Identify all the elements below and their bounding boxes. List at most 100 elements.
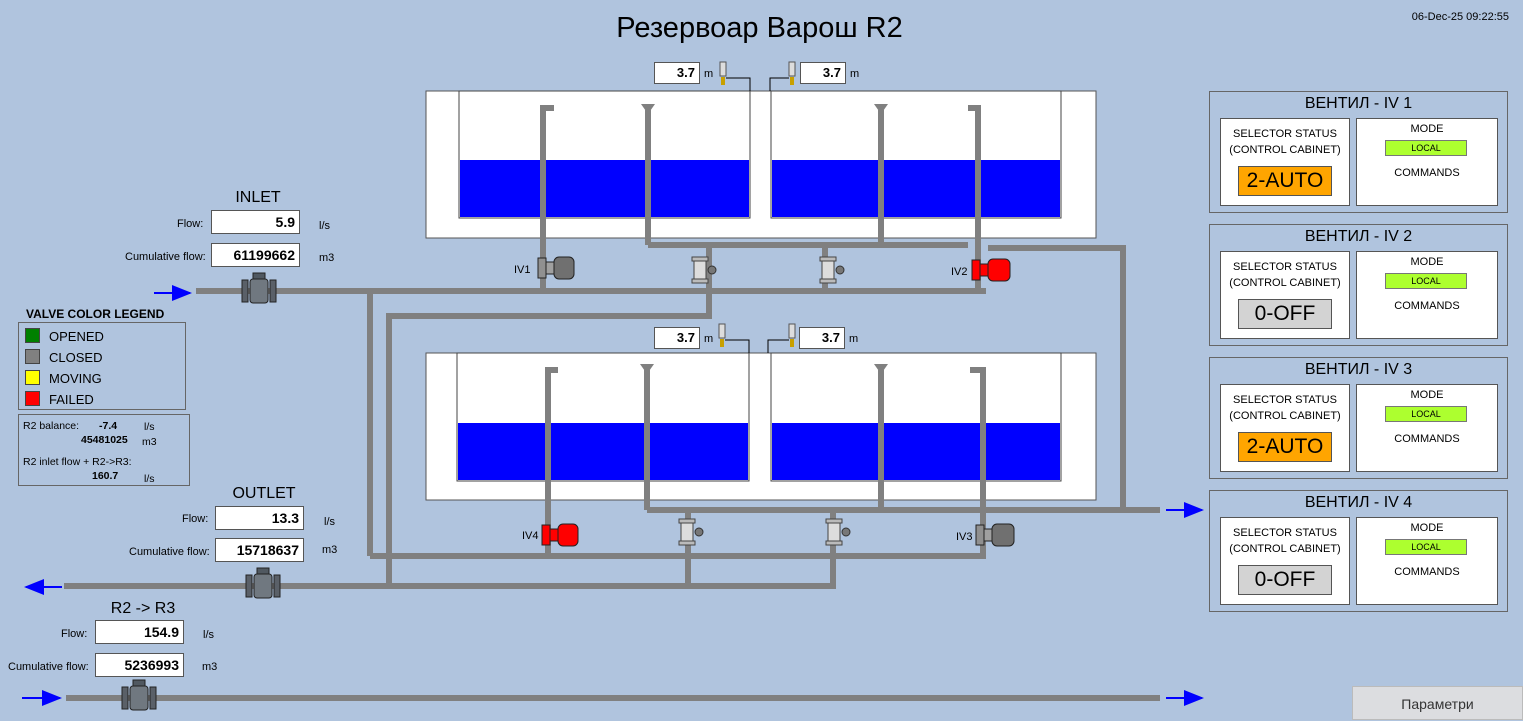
selector-status: SELECTOR STATUS (CONTROL CABINET) 2-AUTO bbox=[1220, 118, 1350, 206]
valve-iv2-icon[interactable] bbox=[971, 258, 1011, 282]
valve-panel-iv2: ВЕНТИЛ - IV 2 SELECTOR STATUS (CONTROL C… bbox=[1209, 224, 1508, 346]
inlet-cum-unit: m3 bbox=[319, 252, 335, 264]
level-top-right: 3.7 bbox=[800, 62, 846, 84]
level-bottom-left: 3.7 bbox=[654, 327, 700, 349]
legend-item-failed: FAILED bbox=[25, 391, 94, 407]
level-unit: m bbox=[849, 333, 859, 345]
selector-state: 0-OFF bbox=[1238, 565, 1332, 595]
mode-label: MODE bbox=[1410, 256, 1444, 268]
outlet-cum-label: Cumulative flow: bbox=[129, 546, 210, 558]
level-sensors bbox=[718, 61, 796, 353]
mode-local-badge: LOCAL bbox=[1385, 273, 1467, 289]
inlet-flow-value: 5.9 bbox=[211, 210, 300, 234]
valve-iv3-label: IV3 bbox=[956, 531, 973, 543]
manual-valve-icon bbox=[691, 256, 717, 284]
valve-iv1-icon[interactable] bbox=[537, 256, 575, 280]
valve-iv1-label: IV1 bbox=[514, 264, 531, 276]
r2r3-cum-value: 5236993 bbox=[95, 653, 184, 677]
motor-valves bbox=[537, 256, 1015, 547]
outlet-cum-value: 15718637 bbox=[215, 538, 304, 562]
selector-state: 2-AUTO bbox=[1238, 432, 1332, 462]
manual-valve-icon bbox=[825, 518, 851, 546]
valve-panel-iv3: ВЕНТИЛ - IV 3 SELECTOR STATUS (CONTROL C… bbox=[1209, 357, 1508, 479]
r2r3-title: R2 -> R3 bbox=[110, 600, 176, 617]
outlet-flow-label: Flow: bbox=[182, 513, 209, 525]
reservoir-bottom bbox=[425, 352, 1097, 501]
balance-value: -7.4 bbox=[99, 420, 118, 432]
level-unit: m bbox=[704, 68, 714, 80]
valve-iv2-label: IV2 bbox=[951, 266, 968, 278]
flowmeter-r2r3-icon bbox=[121, 679, 157, 711]
selector-label: SELECTOR STATUS (CONTROL CABINET) bbox=[1229, 394, 1341, 422]
valve-panel-title: ВЕНТИЛ - IV 2 bbox=[1304, 228, 1413, 245]
level-sensor-top-left-icon bbox=[719, 61, 727, 85]
selector-status: SELECTOR STATUS (CONTROL CABINET) 2-AUTO bbox=[1220, 384, 1350, 472]
water-chamber-bottom-left bbox=[458, 423, 748, 480]
legend-title: VALVE COLOR LEGEND bbox=[26, 307, 165, 321]
mode-label: MODE bbox=[1410, 123, 1444, 135]
water-chamber-top-right bbox=[772, 160, 1060, 217]
balance-inlet-label: R2 inlet flow + R2->R3: bbox=[23, 456, 132, 468]
valve-iv4-label: IV4 bbox=[522, 530, 539, 542]
outlet-flow-unit: l/s bbox=[324, 516, 335, 528]
selector-status: SELECTOR STATUS (CONTROL CABINET) 0-OFF bbox=[1220, 251, 1350, 339]
commands-button[interactable]: COMMANDS bbox=[1394, 300, 1460, 312]
commands-button[interactable]: COMMANDS bbox=[1394, 167, 1460, 179]
legend-swatch bbox=[25, 370, 40, 385]
balance-total-unit: m3 bbox=[142, 436, 157, 448]
inlet-title: INLET bbox=[235, 189, 281, 206]
manual-valve-icon bbox=[819, 256, 845, 284]
level-sensor-bottom-right-icon bbox=[788, 323, 796, 347]
selector-status: SELECTOR STATUS (CONTROL CABINET) 0-OFF bbox=[1220, 517, 1350, 605]
r2r3-flow-value: 154.9 bbox=[95, 620, 184, 644]
flow-arrows bbox=[22, 285, 1204, 706]
outlet-flow-value: 13.3 bbox=[215, 506, 304, 530]
mode-box: MODE LOCAL COMMANDS bbox=[1356, 517, 1498, 605]
mode-label: MODE bbox=[1410, 522, 1444, 534]
nozzles bbox=[640, 104, 888, 374]
r2r3-cum-label: Cumulative flow: bbox=[8, 661, 89, 673]
legend-swatch bbox=[25, 328, 40, 343]
selector-state: 2-AUTO bbox=[1238, 166, 1332, 196]
legend-item-moving: MOVING bbox=[25, 370, 102, 386]
r2r3-cum-unit: m3 bbox=[202, 661, 218, 673]
mode-label: MODE bbox=[1410, 389, 1444, 401]
valve-color-legend: OPENED CLOSED MOVING FAILED bbox=[18, 322, 186, 410]
outlet-cum-unit: m3 bbox=[322, 544, 338, 556]
valve-iv4-icon[interactable] bbox=[541, 523, 579, 547]
level-unit: m bbox=[850, 68, 860, 80]
datetime: 06-Dec-25 09:22:55 bbox=[1411, 11, 1509, 23]
valve-panel-title: ВЕНТИЛ - IV 3 bbox=[1304, 361, 1413, 378]
inlet-cum-value: 61199662 bbox=[211, 243, 300, 267]
legend-item-opened: OPENED bbox=[25, 328, 104, 344]
r2r3-flow-label: Flow: bbox=[61, 628, 88, 640]
mode-box: MODE LOCAL COMMANDS bbox=[1356, 118, 1498, 206]
flow-meters bbox=[121, 272, 281, 711]
inlet-flow-label: Flow: bbox=[177, 218, 204, 230]
balance-inlet-value: 160.7 bbox=[92, 470, 119, 482]
level-unit: m bbox=[704, 333, 714, 345]
mode-box: MODE LOCAL COMMANDS bbox=[1356, 384, 1498, 472]
valve-iv3-icon[interactable] bbox=[975, 523, 1015, 547]
level-top-left: 3.7 bbox=[654, 62, 700, 84]
page-title: Резервоар Варош R2 bbox=[616, 12, 903, 44]
level-bottom-right: 3.7 bbox=[799, 327, 845, 349]
balance-label: R2 balance: bbox=[23, 420, 80, 432]
commands-button[interactable]: COMMANDS bbox=[1394, 566, 1460, 578]
parameters-button[interactable]: Параметри bbox=[1352, 686, 1523, 720]
legend-swatch bbox=[25, 391, 40, 406]
water-chamber-bottom-right bbox=[772, 423, 1060, 480]
selector-label: SELECTOR STATUS (CONTROL CABINET) bbox=[1229, 527, 1341, 555]
legend-swatch bbox=[25, 349, 40, 364]
mode-local-badge: LOCAL bbox=[1385, 406, 1467, 422]
mode-local-badge: LOCAL bbox=[1385, 140, 1467, 156]
level-sensor-bottom-left-icon bbox=[718, 323, 726, 347]
selector-state: 0-OFF bbox=[1238, 299, 1332, 329]
selector-label: SELECTOR STATUS (CONTROL CABINET) bbox=[1229, 261, 1341, 289]
balance-inlet-unit: l/s bbox=[144, 473, 155, 485]
reservoir-top bbox=[425, 90, 1097, 239]
water-chamber-top-left bbox=[460, 160, 749, 217]
pipes bbox=[64, 105, 1160, 701]
commands-button[interactable]: COMMANDS bbox=[1394, 433, 1460, 445]
